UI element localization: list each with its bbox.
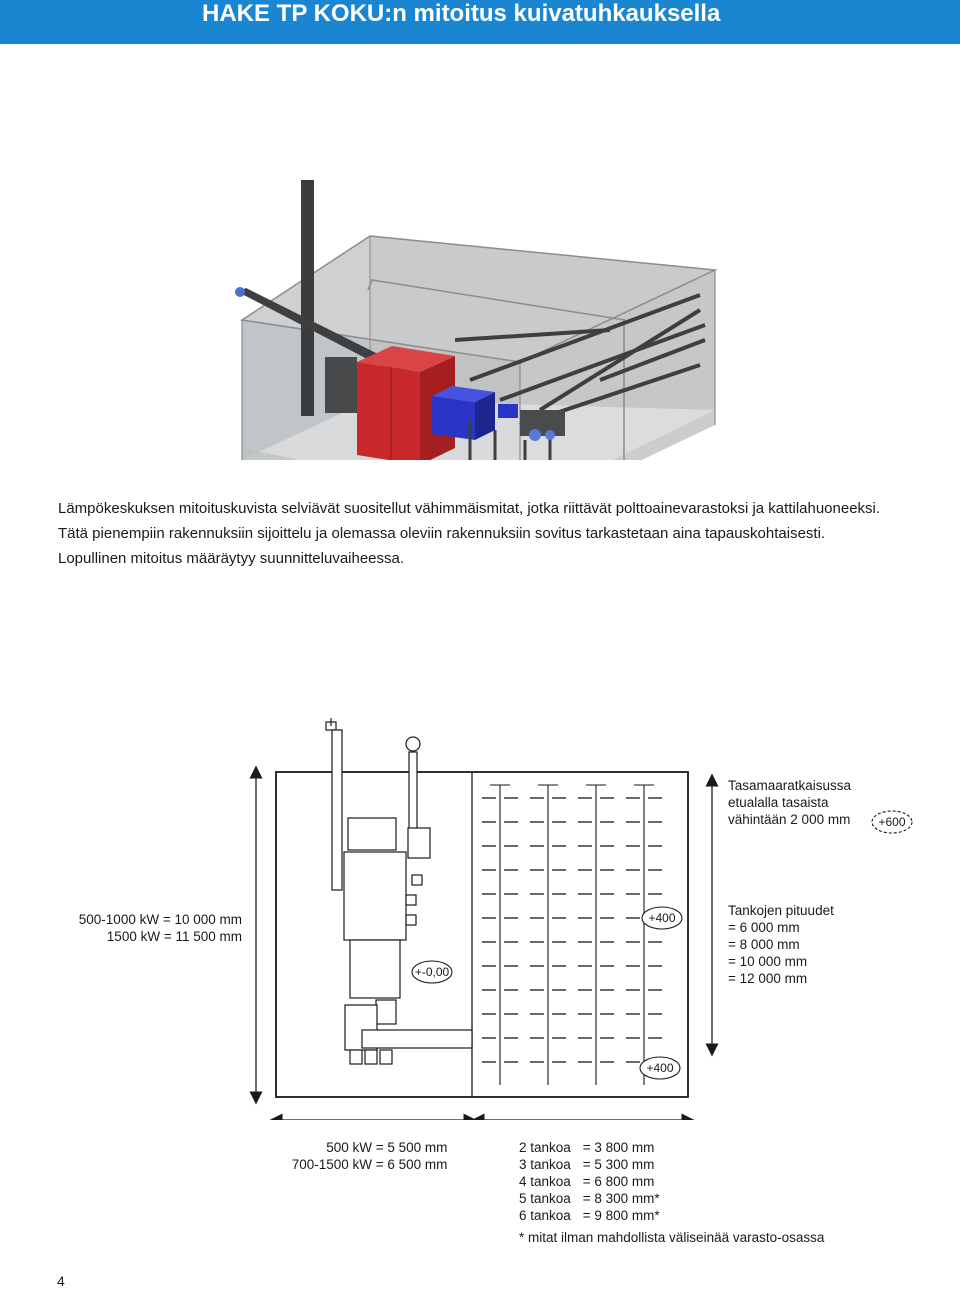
store-width-value-4: = 8 300 mm* xyxy=(582,1191,660,1206)
note-top-line-2: etualalla tasaista xyxy=(728,795,829,810)
level-top-right: +600 xyxy=(878,815,906,829)
store-width-table: 2 tankoa = 3 800 mm 3 tankoa = 5 300 mm … xyxy=(519,1139,824,1246)
chimney xyxy=(301,180,314,416)
store-width-value-3: = 6 800 mm xyxy=(582,1174,655,1189)
rod-lengths: Tankojen pituudet = 6 000 mm = 8 000 mm … xyxy=(728,902,834,987)
intro-paragraph-1: Lämpökeskuksen mitoituskuvista selviävät… xyxy=(58,500,881,517)
intro-paragraph-3: Lopullinen mitoitus määräytyy suunnittel… xyxy=(58,550,405,567)
note-top-line-3: vähintään 2 000 mm xyxy=(728,812,851,827)
store-width-count-1: 2 tankoa xyxy=(519,1140,571,1155)
boiler-width-table: 500 kW = 5 500 mm 700-1500 kW = 6 500 mm xyxy=(250,1139,460,1173)
rod-length-3: = 10 000 mm xyxy=(728,954,808,969)
plant-3d-render xyxy=(235,180,718,460)
rod-lengths-title: Tankojen pituudet xyxy=(728,903,834,918)
burner-front xyxy=(432,396,475,440)
height-label-line-1: 500-1000 kW = 10 000 mm xyxy=(78,912,242,927)
page-number: 4 xyxy=(57,1273,65,1289)
boiler-front xyxy=(357,362,420,460)
building-outline xyxy=(275,771,689,1098)
intro-text: Lämpökeskuksen mitoituskuvista selviävät… xyxy=(58,500,908,575)
height-label: 500-1000 kW = 10 000 mm 1500 kW = 11 500… xyxy=(64,911,242,945)
store-width-count-2: 3 tankoa xyxy=(519,1157,571,1172)
store-width-value-2: = 5 300 mm xyxy=(582,1157,655,1172)
store-width-count-5: 6 tankoa xyxy=(519,1208,571,1223)
level-floor: +-0,00 xyxy=(414,965,450,979)
page-title: HAKE TP KOKU:n mitoitus kuivatuhkauksell… xyxy=(202,0,721,27)
boiler-equipment xyxy=(343,817,473,1065)
fuel-store-frame xyxy=(454,293,706,427)
rod-slats xyxy=(482,797,662,1063)
burner-side xyxy=(475,392,495,440)
boiler-top xyxy=(357,346,455,372)
boiler-width-value-2: = 6 500 mm xyxy=(375,1157,448,1172)
ash-conveyor xyxy=(238,288,410,378)
store-width-value-5: = 9 800 mm* xyxy=(582,1208,660,1223)
rod-length-4: = 12 000 mm xyxy=(728,971,808,986)
plan-drawing xyxy=(249,718,913,1120)
rod-length-1: = 6 000 mm xyxy=(728,920,800,935)
boiler-width-value-1: = 5 500 mm xyxy=(375,1140,448,1155)
store-width-footnote: * mitat ilman mahdollista väliseinää var… xyxy=(519,1230,825,1245)
level-store-front: +400 xyxy=(646,1061,674,1075)
intro-paragraph-2: Tätä pienempiin rakennuksiin sijoittelu … xyxy=(58,525,826,542)
page-header: HAKE TP KOKU:n mitoitus kuivatuhkauksell… xyxy=(0,0,960,44)
height-label-line-2: 1500 kW = 11 500 mm xyxy=(106,929,242,944)
front-wall xyxy=(520,270,715,460)
rod-length-2: = 8 000 mm xyxy=(728,937,800,952)
boiler-width-power-2: 700-1500 kW xyxy=(291,1157,372,1172)
level-store-inner: +400 xyxy=(648,911,676,925)
store-width-value-1: = 3 800 mm xyxy=(582,1140,655,1155)
burner-top xyxy=(432,386,495,402)
store-width-count-3: 4 tankoa xyxy=(519,1174,571,1189)
store-width-count-4: 5 tankoa xyxy=(519,1191,571,1206)
note-top-line-1: Tasamaaratkaisussa xyxy=(728,778,852,793)
note-top: Tasamaaratkaisussa etualalla tasaista vä… xyxy=(728,777,851,828)
moving-floor-rods xyxy=(490,784,654,1085)
boiler-width-power-1: 500 kW xyxy=(326,1140,372,1155)
